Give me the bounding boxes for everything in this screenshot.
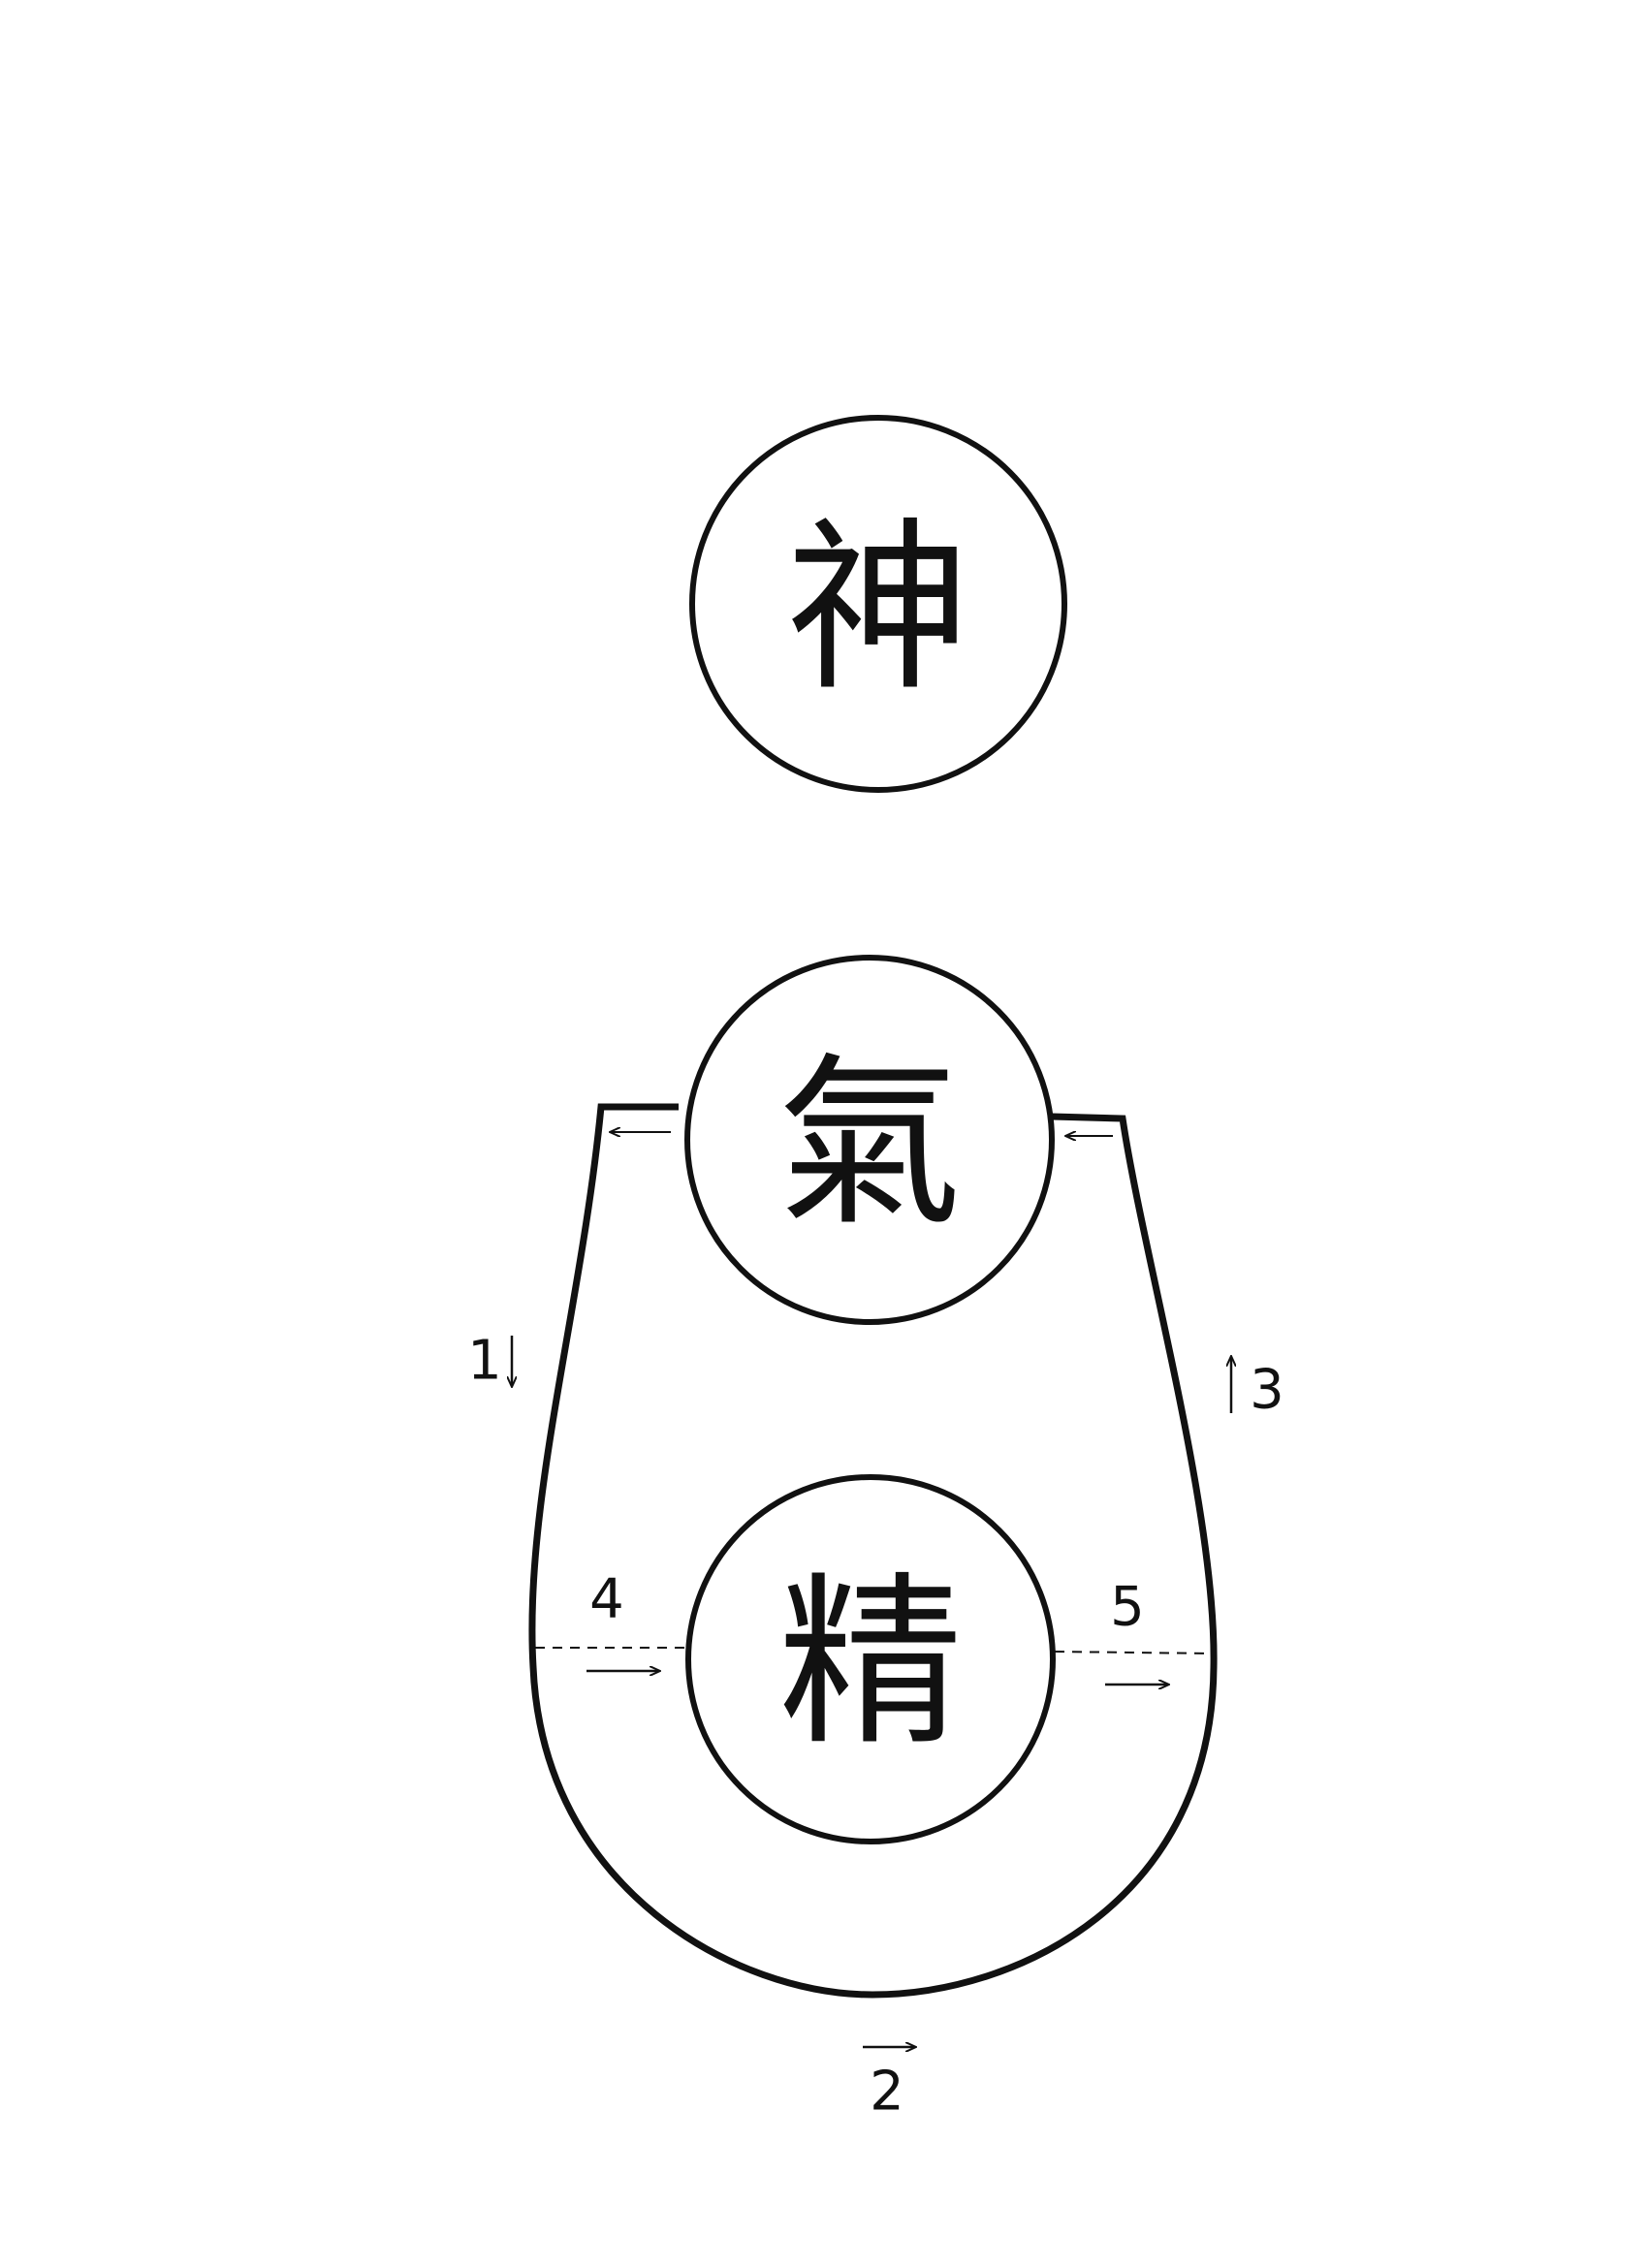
- shen-character: 神: [786, 502, 970, 716]
- circulation-loop: [528, 1103, 1218, 1999]
- label-1: 1: [467, 1330, 502, 1393]
- label-5: 5: [1110, 1576, 1145, 1639]
- jing-circle: [685, 1474, 1056, 1844]
- label-3: 3: [1250, 1359, 1284, 1422]
- label-4: 4: [589, 1568, 624, 1631]
- jing-character: 精: [778, 1557, 963, 1771]
- dashed-line-right: [1054, 1651, 1215, 1654]
- label-2: 2: [870, 2061, 904, 2124]
- shen-circle: [689, 415, 1067, 793]
- qi-circle: [684, 955, 1055, 1325]
- qi-character: 氣: [777, 1037, 962, 1251]
